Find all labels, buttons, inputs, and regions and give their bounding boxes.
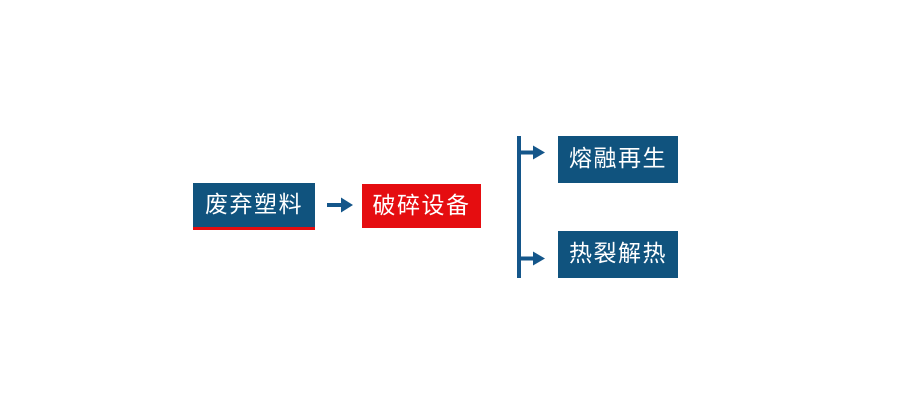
arrow-right-icon <box>327 197 353 213</box>
node-melt-regeneration: 熔融再生 <box>558 136 678 183</box>
node-waste-plastic: 废弃塑料 <box>193 183 315 230</box>
arrow-branch-bottom-icon <box>519 251 545 266</box>
node-crushing-equipment: 破碎设备 <box>362 184 481 228</box>
arrow-branch-top-icon <box>519 145 545 160</box>
node-pyrolysis-label: 热裂解热 <box>569 241 667 267</box>
node-melt-regeneration-label: 熔融再生 <box>569 146 667 172</box>
node-waste-plastic-label: 废弃塑料 <box>205 191 303 218</box>
node-crushing-equipment-label: 破碎设备 <box>372 192 471 219</box>
node-pyrolysis: 热裂解热 <box>558 231 678 278</box>
